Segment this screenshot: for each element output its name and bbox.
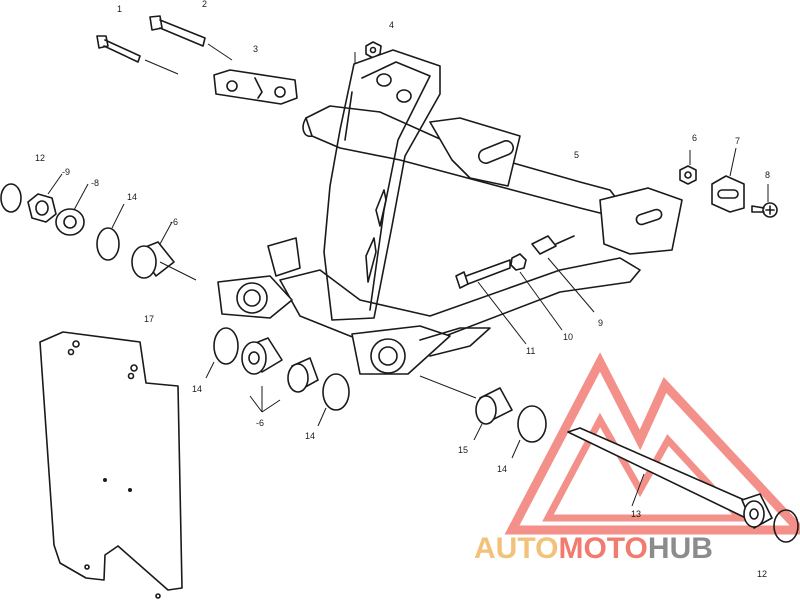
callout-2: 2 <box>202 0 207 9</box>
clamp-part-3 <box>213 69 298 105</box>
callout-14-right: 14 <box>497 464 507 474</box>
callout-14-center-left: 14 <box>192 384 202 394</box>
callout-14-left: 14 <box>127 192 137 202</box>
callout-15: 15 <box>458 445 468 455</box>
leader-left-axis <box>159 261 197 281</box>
nut-part-19 <box>27 173 63 223</box>
swingarm-frame-part-5 <box>217 49 683 375</box>
leader-part-16-center <box>249 386 281 413</box>
bolt-part-1 <box>96 35 179 75</box>
bolt-part-2 <box>149 15 233 61</box>
callout-7: 7 <box>735 136 740 146</box>
bushing-part-16-left <box>131 221 175 279</box>
bushing-part-16-center-right <box>287 357 319 393</box>
callout-4: 4 <box>389 20 394 30</box>
ring-part-12-left <box>0 183 22 213</box>
callout-6: 6 <box>692 133 697 143</box>
screw-part-8 <box>751 184 778 218</box>
callout-10: 10 <box>563 332 573 342</box>
callout-9: 9 <box>598 318 603 328</box>
callout-3: 3 <box>253 44 258 54</box>
adjuster-plate-part-7 <box>711 147 745 213</box>
ring-part-14-left <box>96 203 125 261</box>
ring-part-14-center-right <box>317 373 350 427</box>
watermark-text: AUTOMOTOHUB <box>474 532 713 565</box>
callout-1: 1 <box>117 4 122 14</box>
callout-16-center: -6 <box>256 418 264 428</box>
callout-8: 8 <box>765 170 770 180</box>
callout-5: 5 <box>574 150 579 160</box>
callout-17: 17 <box>144 314 154 324</box>
leader-right-axis <box>419 375 477 399</box>
spacer-part-9 <box>531 235 595 313</box>
callout-14-center-right: 14 <box>305 431 315 441</box>
callout-13: 13 <box>631 509 641 519</box>
axle-part-13 <box>567 427 773 529</box>
nut-part-10 <box>510 253 563 331</box>
ring-part-14-right <box>511 405 547 459</box>
bolt-part-11 <box>455 259 527 345</box>
ring-part-14-center-left <box>205 327 239 379</box>
watermark-triangle-outer <box>504 352 800 535</box>
watermark-text-hub: HUB <box>648 532 713 565</box>
nut-part-6 <box>679 150 697 185</box>
callout-11: 11 <box>526 346 535 356</box>
bushing-part-15 <box>473 387 513 441</box>
callout-19: -9 <box>62 167 70 177</box>
watermark-text-auto: AUTO <box>474 532 558 565</box>
callout-12-left: 12 <box>35 153 45 163</box>
callout-18: -8 <box>91 178 99 188</box>
ring-part-12-right <box>773 509 799 543</box>
callout-labels: 1 2 3 4 5 6 7 8 9 10 11 12 -9 -8 14 -6 1… <box>35 0 770 579</box>
plate-part-17 <box>39 331 183 599</box>
watermark-text-moto: MOTO <box>558 532 647 565</box>
washer-part-18 <box>55 183 89 236</box>
callout-16-left: -6 <box>170 217 178 227</box>
callout-12-right: 12 <box>757 569 767 579</box>
bushing-part-16-center <box>241 337 283 375</box>
